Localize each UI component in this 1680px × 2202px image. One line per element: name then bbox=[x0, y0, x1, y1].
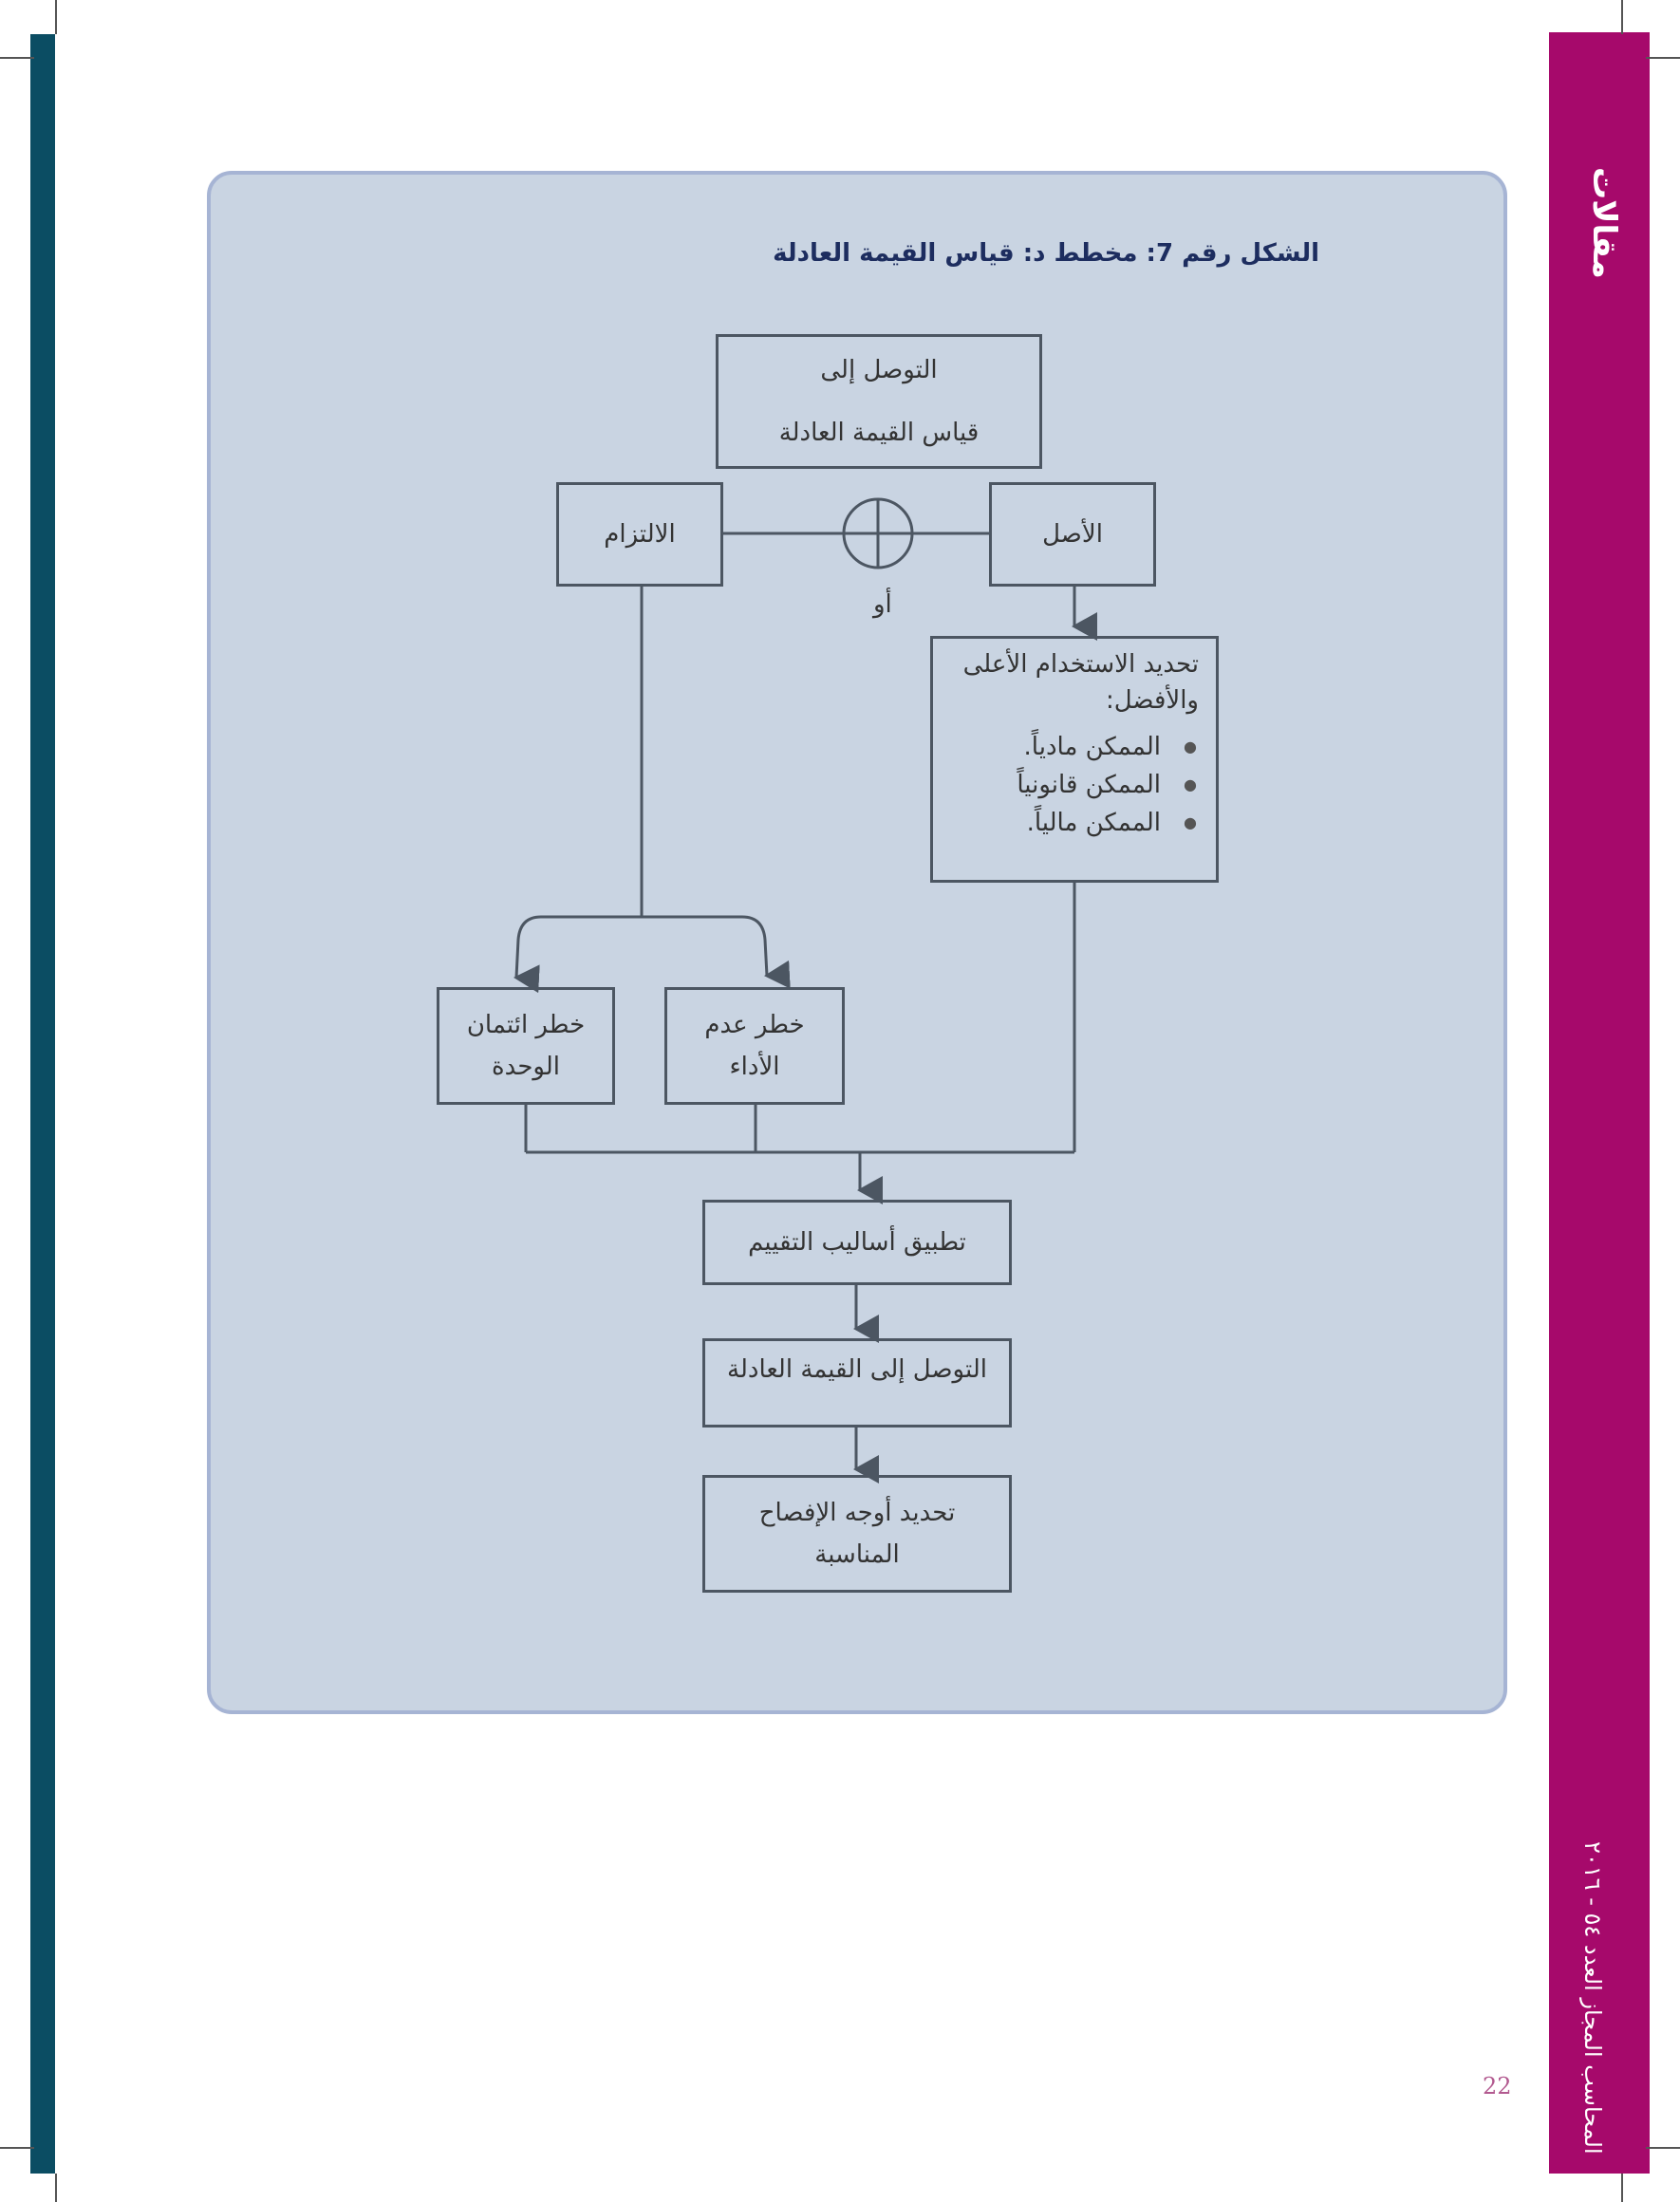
crop-mark bbox=[1646, 2147, 1680, 2149]
journal-name: المحاسب المجاز bbox=[1579, 1998, 1606, 2155]
node-line: تطبيق أساليب التقييم bbox=[748, 1228, 966, 1257]
node-liability: الالتزام bbox=[556, 482, 723, 587]
node-nonperformance-risk: خطر عدم الأداء bbox=[664, 987, 845, 1105]
node-line: قياس القيمة العادلة bbox=[778, 419, 980, 447]
arrow-to-credit-risk bbox=[513, 915, 642, 994]
list-item: الممكن مادياً. bbox=[950, 728, 1197, 766]
hbu-heading: تحديد الاستخدام الأعلى bbox=[962, 650, 1199, 679]
node-reach-fair-value: التوصل إلى القيمة العادلة bbox=[702, 1338, 1012, 1428]
left-accent-bar bbox=[30, 34, 55, 2174]
node-line: تحديد أوجه الإفصاح bbox=[758, 1499, 956, 1527]
node-line: خطر عدم bbox=[704, 1011, 805, 1039]
node-line: خطر ائتمان bbox=[466, 1011, 586, 1039]
node-line: الأصل bbox=[1042, 520, 1103, 549]
or-label: أو bbox=[873, 590, 892, 619]
figure-title: الشكل رقم 7: مخطط د: قياس القيمة العادلة bbox=[773, 239, 1319, 268]
node-highest-best-use: تحديد الاستخدام الأعلى والأفضل: الممكن م… bbox=[930, 636, 1219, 883]
journal-footer: المحاسب المجاز العدد ٥٤ - ٢٠١٦ bbox=[1579, 1841, 1606, 2155]
section-label: مقالات bbox=[1585, 167, 1623, 279]
arrow-to-nonperformance bbox=[642, 915, 791, 989]
crop-mark bbox=[55, 2174, 57, 2202]
node-credit-risk: خطر ائتمان الوحدة bbox=[437, 987, 615, 1105]
issue-label: العدد ٥٤ - ٢٠١٦ bbox=[1579, 1841, 1606, 1991]
crop-mark bbox=[1646, 57, 1680, 59]
list-item: الممكن مالياً. bbox=[950, 804, 1197, 842]
node-asset: الأصل bbox=[989, 482, 1156, 587]
hbu-heading: والأفضل: bbox=[1105, 686, 1199, 715]
crop-mark bbox=[0, 2147, 34, 2149]
node-reach-fair-value-measurement: التوصل إلى قياس القيمة العادلة bbox=[716, 334, 1042, 469]
node-line: الوحدة bbox=[492, 1053, 560, 1081]
node-determine-disclosures: تحديد أوجه الإفصاح المناسبة bbox=[702, 1475, 1012, 1593]
crop-mark bbox=[1621, 2174, 1623, 2202]
node-line: التوصل إلى bbox=[820, 356, 938, 384]
crop-mark bbox=[55, 0, 57, 34]
list-item: الممكن قانونياً bbox=[950, 766, 1197, 804]
node-line: الأداء bbox=[729, 1053, 780, 1081]
hbu-list: الممكن مادياً. الممكن قانونياً الممكن ما… bbox=[950, 728, 1199, 842]
crop-mark bbox=[1621, 0, 1623, 34]
crop-mark bbox=[0, 57, 34, 59]
node-line: التوصل إلى القيمة العادلة bbox=[727, 1355, 987, 1384]
node-line: المناسبة bbox=[814, 1540, 900, 1569]
side-band bbox=[1549, 32, 1650, 2174]
node-line: الالتزام bbox=[604, 520, 676, 549]
page-number: 22 bbox=[1483, 2073, 1512, 2099]
node-apply-valuation: تطبيق أساليب التقييم bbox=[702, 1200, 1012, 1285]
